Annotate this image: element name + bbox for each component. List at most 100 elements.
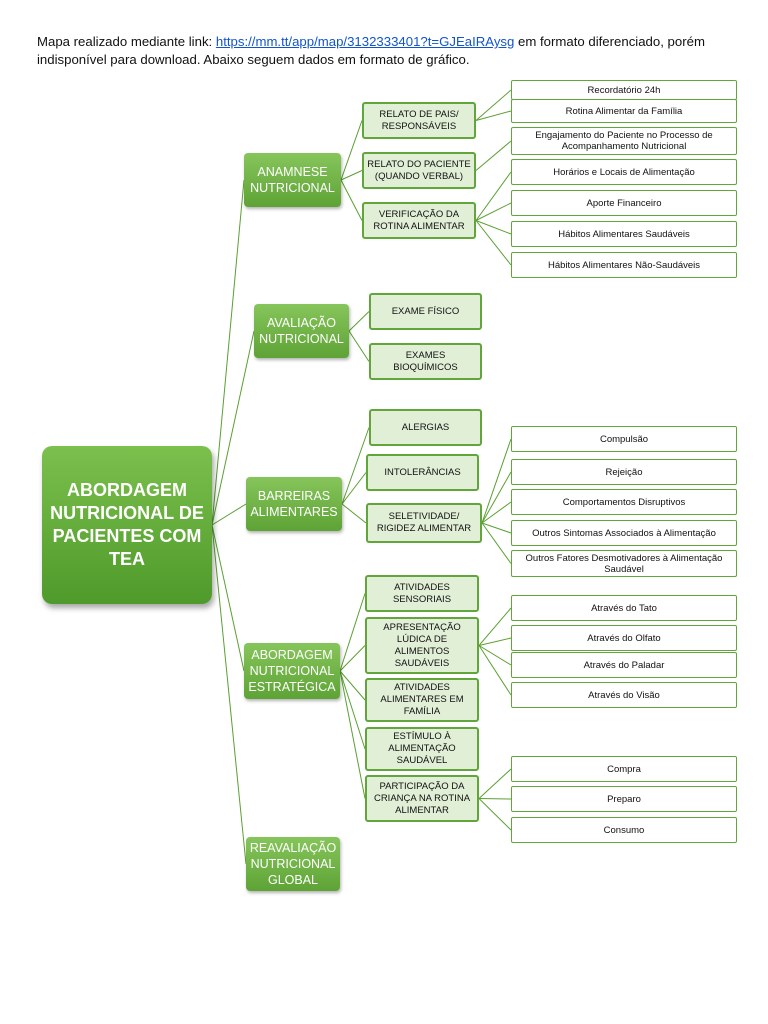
- leaf-rejeicao: Rejeição: [511, 459, 737, 485]
- connector-root-branch: [211, 524, 247, 865]
- leaf-label: Através do Olfato: [587, 632, 661, 644]
- leaf-aporte-financeiro: Aporte Financeiro: [511, 190, 737, 216]
- branch-reavaliacao: REAVALIAÇÃO NUTRICIONAL GLOBAL: [246, 837, 340, 891]
- leaf-label: Rotina Alimentar da Família: [565, 105, 683, 117]
- leaf-habitos-nao-saudaveis: Hábitos Alimentares Não-Saudáveis: [511, 252, 737, 278]
- connector-node-leaf: [478, 637, 512, 646]
- node-intolerancias: INTOLERÂNCIAS: [366, 454, 479, 491]
- connector-branch-node: [348, 311, 370, 332]
- leaf-label: Compra: [607, 763, 641, 775]
- connector-root-branch: [211, 330, 255, 526]
- node-label: VERIFICAÇÃO DA ROTINA ALIMENTAR: [373, 208, 465, 232]
- connector-branch-node: [340, 179, 363, 221]
- connector-root-branch: [211, 524, 245, 672]
- node-verificacao-rotina: VERIFICAÇÃO DA ROTINA ALIMENTAR: [362, 202, 476, 239]
- leaf-comportamentos-disruptivos: Comportamentos Disruptivos: [511, 489, 737, 515]
- node-label: PARTICIPAÇÃO DA CRIANÇA NA ROTINA ALIMEN…: [373, 780, 471, 816]
- leaf-paladar: Através do Paladar: [511, 652, 737, 678]
- leaf-label: Hábitos Alimentares Não-Saudáveis: [547, 259, 701, 271]
- connector-node-leaf: [475, 171, 512, 221]
- node-exames-bioquimicos: EXAMES BIOQUÍMICOS: [369, 343, 482, 380]
- leaf-label: Rejeição: [605, 466, 643, 478]
- leaf-label: Comportamentos Disruptivos: [562, 496, 686, 508]
- node-label: INTOLERÂNCIAS: [384, 466, 461, 478]
- connector-node-leaf: [478, 798, 512, 831]
- leaf-label: Hábitos Alimentares Saudáveis: [558, 228, 690, 240]
- connector-node-leaf: [481, 438, 512, 524]
- branch-label: BARREIRAS ALIMENTARES: [250, 489, 338, 519]
- node-atividades-sensoriais: ATIVIDADES SENSORIAIS: [365, 575, 479, 612]
- leaf-outros-fatores: Outros Fatores Desmotivadores à Alimenta…: [511, 550, 737, 577]
- branch-label: AVALIAÇÃO NUTRICIONAL: [259, 316, 344, 346]
- intro-text: Mapa realizado mediante link: https://mm…: [37, 33, 737, 69]
- connector-node-leaf: [475, 140, 512, 171]
- connector-node-leaf: [481, 501, 512, 524]
- connector-node-leaf: [475, 110, 512, 121]
- leaf-rotina-familia: Rotina Alimentar da Família: [511, 99, 737, 123]
- leaf-label: Outros Fatores Desmotivadores à Alimenta…: [525, 552, 723, 575]
- node-label: EXAMES BIOQUÍMICOS: [393, 349, 458, 373]
- leaf-label: Consumo: [603, 824, 645, 836]
- leaf-olfato: Através do Olfato: [511, 625, 737, 651]
- connector-node-leaf: [478, 798, 512, 800]
- node-label: ALERGIAS: [401, 421, 450, 433]
- connector-branch-node: [339, 670, 366, 799]
- node-seletividade: SELETIVIDADE/ RIGIDEZ ALIMENTAR: [366, 503, 482, 543]
- connector-root-branch: [211, 179, 245, 526]
- leaf-habitos-saudaveis: Hábitos Alimentares Saudáveis: [511, 221, 737, 247]
- connector-node-leaf: [481, 522, 512, 564]
- node-relato-paciente: RELATO DO PACIENTE (QUANDO VERBAL): [362, 152, 476, 189]
- connector-node-leaf: [475, 220, 512, 235]
- connector-node-leaf: [475, 220, 512, 266]
- node-exame-fisico: EXAME FÍSICO: [369, 293, 482, 330]
- connector-branch-node: [341, 472, 367, 505]
- connector-branch-node: [339, 670, 366, 701]
- leaf-compra: Compra: [511, 756, 737, 782]
- leaf-label: Através do Tato: [591, 602, 657, 614]
- connector-node-leaf: [475, 89, 512, 121]
- leaf-label: Através do Paladar: [583, 659, 665, 671]
- leaf-label: Preparo: [607, 793, 641, 805]
- leaf-preparo: Preparo: [511, 786, 737, 812]
- node-participacao-crianca: PARTICIPAÇÃO DA CRIANÇA NA ROTINA ALIMEN…: [365, 775, 479, 822]
- connector-node-leaf: [478, 645, 512, 666]
- connector-branch-node: [340, 170, 363, 181]
- node-alergias: ALERGIAS: [369, 409, 482, 446]
- connector-branch-node: [341, 503, 367, 524]
- leaf-tato: Através do Tato: [511, 595, 737, 621]
- leaf-label: Engajamento do Paciente no Processo de A…: [535, 130, 713, 152]
- leaf-label: Compulsão: [599, 433, 649, 445]
- branch-anamnese: ANAMNESE NUTRICIONAL: [244, 153, 341, 207]
- node-label: ATIVIDADES ALIMENTARES EM FAMÍLIA: [380, 682, 464, 717]
- node-label: SELETIVIDADE/ RIGIDEZ ALIMENTAR: [376, 511, 472, 534]
- leaf-label: Horários e Locais de Alimentação: [553, 166, 695, 178]
- connector-branch-node: [348, 330, 370, 362]
- node-label: APRESENTAÇÃO LÚDICA DE ALIMENTOS SAUDÁVE…: [383, 621, 461, 669]
- leaf-compulsao: Compulsão: [511, 426, 737, 452]
- leaf-label: Outros Sintomas Associados à Alimentação: [532, 527, 716, 539]
- node-label: RELATO DE PAIS/ RESPONSÁVEIS: [379, 108, 459, 132]
- leaf-label: Através do Visão: [588, 689, 660, 701]
- connector-node-leaf: [481, 471, 512, 524]
- leaf-consumo: Consumo: [511, 817, 737, 843]
- root-label: ABORDAGEM NUTRICIONAL DE PACIENTES COM T…: [50, 480, 204, 569]
- node-atividades-familia: ATIVIDADES ALIMENTARES EM FAMÍLIA: [365, 678, 479, 722]
- leaf-engajamento: Engajamento do Paciente no Processo de A…: [511, 127, 737, 155]
- intro-suffix: em formato diferenciado, porém indisponí…: [37, 34, 705, 67]
- leaf-outros-sintomas: Outros Sintomas Associados à Alimentação: [511, 520, 737, 546]
- connector-branch-node: [339, 670, 366, 750]
- node-estimulo-alimentacao: ESTÍMULO À ALIMENTAÇÃO SAUDÁVEL: [365, 727, 479, 771]
- node-label: ATIVIDADES SENSORIAIS: [392, 581, 452, 605]
- leaf-label: Recordatório 24h: [587, 84, 661, 96]
- leaf-label: Aporte Financeiro: [586, 197, 662, 209]
- connector-branch-node: [339, 593, 366, 672]
- map-link[interactable]: https://mm.tt/app/map/3132333401?t=GJEaI…: [215, 34, 515, 49]
- node-label: ESTÍMULO À ALIMENTAÇÃO SAUDÁVEL: [388, 731, 456, 766]
- node-label: RELATO DO PACIENTE (QUANDO VERBAL): [367, 158, 471, 182]
- leaf-recordatorio: Recordatório 24h: [511, 80, 737, 100]
- branch-label: ANAMNESE NUTRICIONAL: [250, 165, 335, 195]
- branch-label: REAVALIAÇÃO NUTRICIONAL GLOBAL: [249, 841, 337, 887]
- branch-avaliacao: AVALIAÇÃO NUTRICIONAL: [254, 304, 349, 358]
- leaf-visao: Através do Visão: [511, 682, 737, 708]
